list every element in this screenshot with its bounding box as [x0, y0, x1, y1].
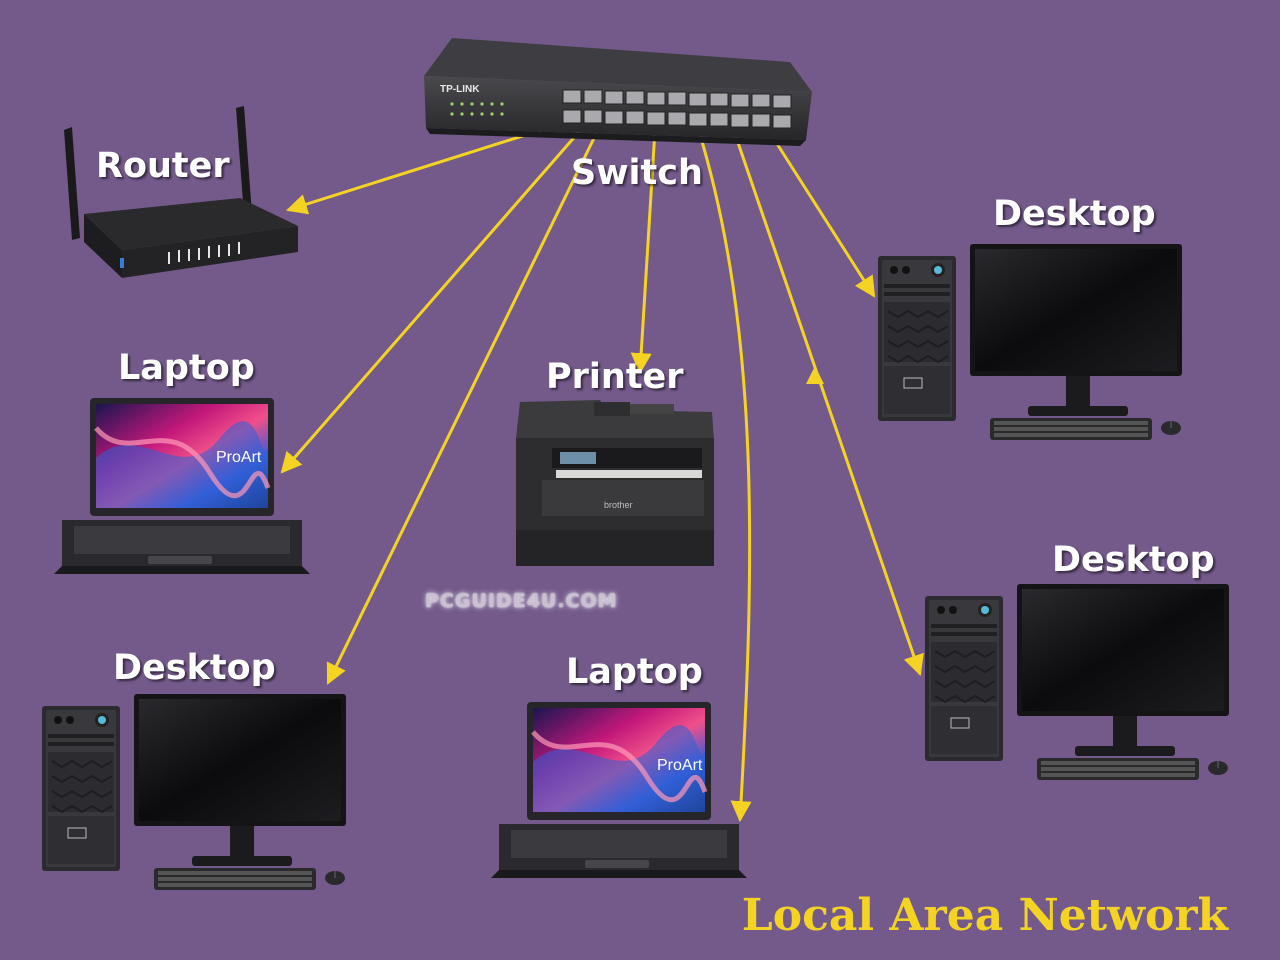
printer-icon: brother	[516, 400, 714, 566]
desktop-top-right-icon	[877, 243, 1183, 441]
network-switch-icon: TP-LINK	[424, 38, 812, 146]
router-icon	[64, 106, 298, 278]
switch-brand: TP-LINK	[440, 84, 480, 95]
link-desktop-right	[731, 127, 924, 676]
laptop-bottom-screen-text: ProArt	[657, 757, 703, 774]
link-laptop-bottom	[696, 127, 752, 823]
diagram-title: Local Area Network	[741, 890, 1228, 941]
connection-lines	[280, 118, 924, 823]
link-desktop-bottom-left	[326, 129, 600, 685]
printer-label: Printer	[546, 357, 684, 397]
watermark: PCGUIDE4U.COM	[425, 590, 618, 612]
desktop-bottom-left-icon	[41, 693, 347, 891]
link-printer	[630, 129, 657, 375]
laptop-bottom-label: Laptop	[566, 652, 703, 692]
laptop-bottom-icon: ProArt	[491, 702, 747, 878]
laptop-left-screen-text: ProArt	[216, 449, 262, 466]
desktop-bottom-left-label: Desktop	[113, 648, 276, 688]
link-laptop-left	[280, 124, 587, 474]
laptop-left-icon: ProArt	[54, 398, 310, 574]
printer-brand: brother	[604, 500, 633, 510]
router-label: Router	[96, 146, 230, 186]
midline-arrow	[806, 366, 824, 384]
link-desktop-top-right	[765, 127, 876, 298]
desktop-top-right-label: Desktop	[993, 194, 1156, 234]
desktop-right-icon	[924, 583, 1230, 781]
switch-label: Switch	[571, 153, 703, 193]
laptop-left-label: Laptop	[118, 348, 255, 388]
desktop-right-label: Desktop	[1052, 540, 1215, 580]
